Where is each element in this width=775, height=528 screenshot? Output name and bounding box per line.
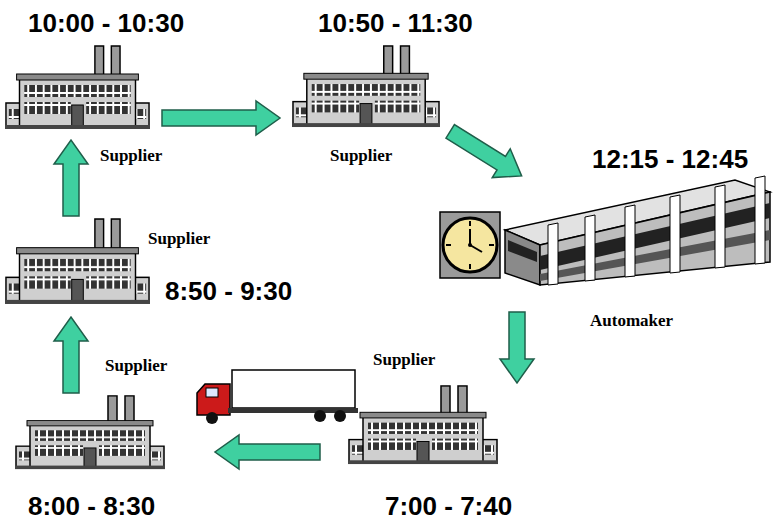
node-label: Supplier	[330, 146, 392, 166]
route-arrow	[446, 125, 522, 178]
time-window: 10:00 - 10:30	[28, 8, 184, 38]
route-arrow	[215, 435, 320, 469]
node-label: Supplier	[373, 350, 435, 370]
route-arrow	[500, 312, 534, 383]
supplier-factory: 10:00 - 10:30Supplier	[5, 45, 150, 130]
route-arrow	[54, 317, 88, 393]
time-window: 7:00 - 7:40	[385, 491, 512, 521]
time-window: 12:15 - 12:45	[592, 144, 748, 174]
time-window: 8:50 - 9:30	[165, 276, 292, 306]
automaker-plant-icon	[440, 176, 770, 285]
route-arrow	[54, 140, 88, 216]
node-label: Supplier	[148, 229, 210, 249]
node-label: Supplier	[105, 356, 167, 376]
supplier-factory: Supplier8:50 - 9:30	[5, 218, 150, 305]
route-arrow	[162, 101, 280, 135]
node-label: Automaker	[590, 311, 673, 331]
supplier-factory-icons	[5, 46, 498, 469]
truck-icon	[197, 370, 358, 424]
time-window: 8:00 - 8:30	[28, 491, 155, 521]
supplier-factory: 10:50 - 11:30Supplier	[292, 45, 440, 128]
node-label: Supplier	[100, 146, 162, 166]
time-window: 10:50 - 11:30	[318, 8, 473, 38]
supplier-factory: Supplier8:00 - 8:30	[15, 395, 165, 470]
supplier-factory: Supplier7:00 - 7:40	[348, 385, 525, 465]
automaker-plant: 12:15 - 12:45Automaker	[440, 178, 770, 286]
